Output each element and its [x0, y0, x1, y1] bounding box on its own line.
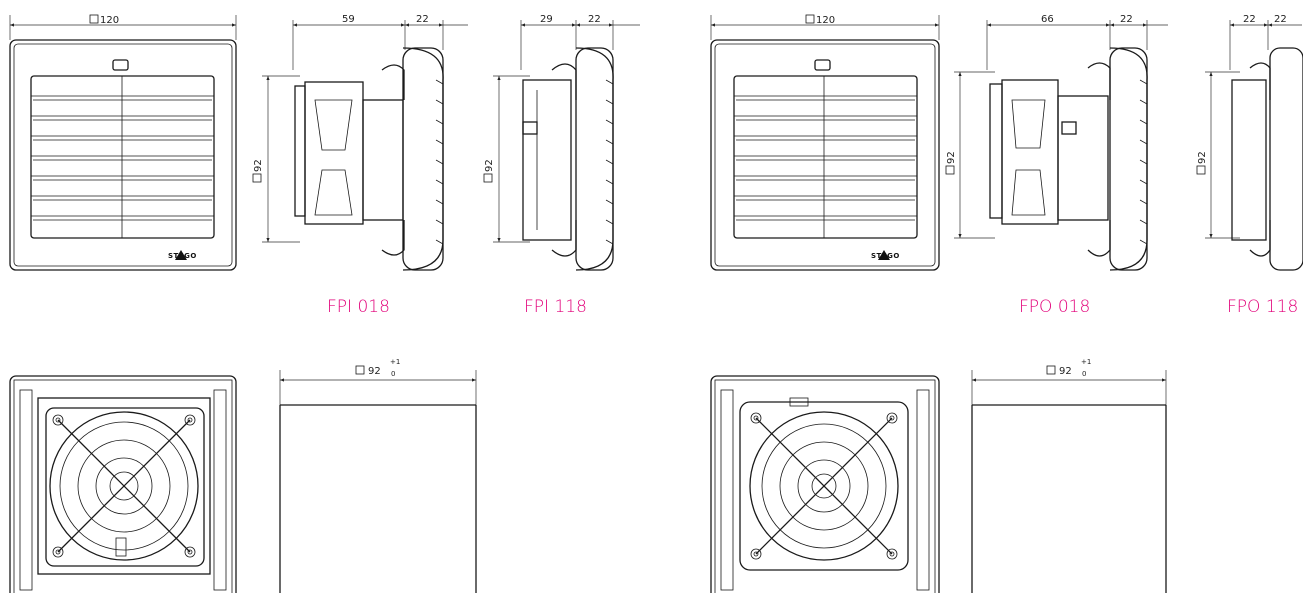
clip-bottom-icon [381, 220, 405, 256]
front-width-label: 120 [100, 15, 119, 26]
square-symbol-icon [805, 14, 815, 24]
fpo018-depth-label: 66 [1041, 14, 1054, 25]
stego-logo-icon [878, 250, 890, 260]
stego-logo-icon [175, 250, 187, 260]
back-view-fpi [9, 375, 237, 593]
fpi118-depth-label: 29 [540, 14, 553, 25]
latch-icon [112, 59, 129, 71]
side-view-fpo118: 22 22 92 FPO 118 [1196, 14, 1303, 317]
clip-top-icon [381, 64, 405, 100]
side-view-fpi118: 29 22 92 FPI 118 [483, 14, 640, 317]
fpo118-label: FPO 118 [1227, 297, 1298, 317]
brand-label: STEGO [871, 252, 900, 260]
grille-frame [9, 39, 237, 271]
fan-housing [45, 407, 205, 567]
latch-icon [814, 59, 831, 71]
cutout-left-tol-upper: +1 [390, 358, 400, 366]
square-symbol-icon [1046, 365, 1056, 375]
side-view-fpi018: 59 22 92 FPI 018 [252, 14, 468, 317]
fan-icon [749, 411, 899, 561]
cutout-right-tol-upper: +1 [1081, 358, 1091, 366]
side-view-fpo018: 66 22 92 FPO 018 [945, 14, 1168, 317]
fpi018-height-label: 92 [253, 159, 264, 172]
fpo018-height-label: 92 [946, 151, 957, 164]
cutout-right-tol-lower: 0 [1082, 370, 1086, 378]
cutout-right: 92 +1 0 [971, 358, 1167, 593]
fpo118-frame-label: 22 [1274, 14, 1287, 25]
fpo018-label: FPO 018 [1019, 297, 1090, 317]
fan-icon [49, 411, 199, 561]
fpo018-frame-label: 22 [1120, 14, 1133, 25]
fpi118-label: FPI 118 [524, 297, 587, 317]
front-view-fpo: 120 STEGO [710, 14, 940, 271]
fan-housing [739, 401, 909, 571]
fpo118-depth-label: 22 [1243, 14, 1256, 25]
cutout-right-dim: 92 [1059, 366, 1072, 377]
square-symbol-icon [89, 14, 99, 24]
square-symbol-icon [355, 365, 365, 375]
fpi118-frame-label: 22 [588, 14, 601, 25]
front-view-fpi: 120 STEGO [9, 14, 237, 271]
fpo-front-width-label: 120 [816, 15, 835, 26]
back-view-fpo [710, 375, 940, 593]
cutout-left: 92 +1 0 [279, 358, 477, 593]
fpi018-label: FPI 018 [327, 297, 390, 317]
cutout-left-tol-lower: 0 [391, 370, 395, 378]
fpi018-depth-label: 59 [342, 14, 355, 25]
brand-label: STEGO [168, 252, 197, 260]
fpi018-frame-label: 22 [416, 14, 429, 25]
cutout-left-dim: 92 [368, 366, 381, 377]
fpi118-height-label: 92 [484, 159, 495, 172]
louver-area [30, 75, 215, 239]
fpo118-height-label: 92 [1197, 151, 1208, 164]
